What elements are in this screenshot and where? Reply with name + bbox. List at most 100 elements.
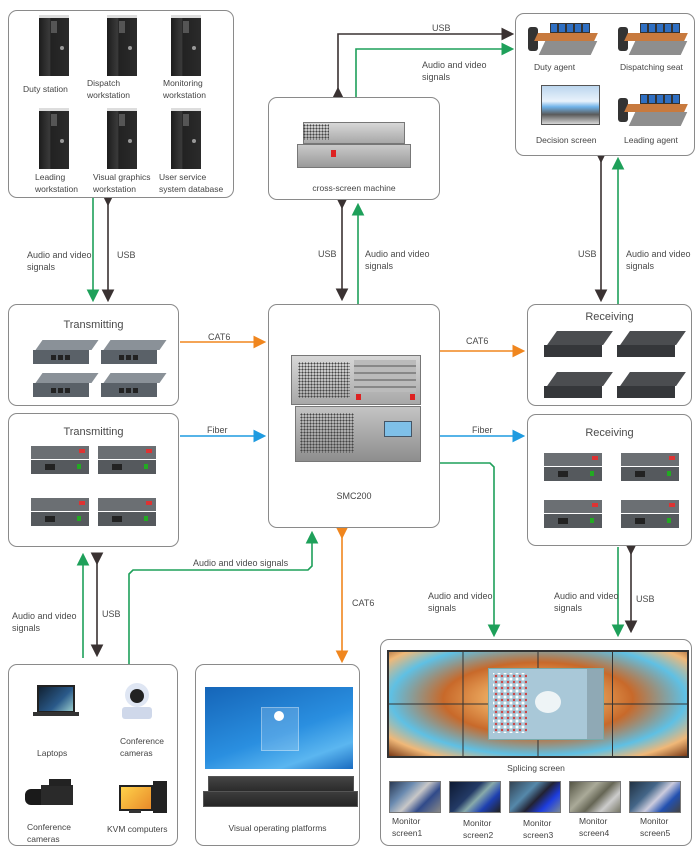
label-ws-usb: USB xyxy=(117,250,136,260)
source-label: Laptops xyxy=(37,748,68,758)
arrow-src-matrix-av xyxy=(128,530,319,664)
monitor-label: Monitor screen1 xyxy=(392,816,423,838)
fiber-transmitter-icon xyxy=(98,446,158,476)
monitor-thumbnail xyxy=(629,781,681,813)
platform-rack-unit-icon xyxy=(208,776,354,792)
label-top-av: Audio and video signals xyxy=(422,60,487,82)
workstation-tower-icon xyxy=(39,108,69,169)
splicing-desktop-window xyxy=(488,668,604,740)
lcd-display xyxy=(384,421,412,437)
monitor-label: Monitor screen4 xyxy=(579,816,610,838)
monitor-thumbnail xyxy=(389,781,441,813)
workstation-label: Duty station xyxy=(23,84,68,94)
workstation-label: User service system database xyxy=(159,172,224,194)
vent-grille xyxy=(303,124,329,140)
label-agents-av: Audio and video signals xyxy=(626,249,691,271)
label-agents-usb: USB xyxy=(578,249,597,259)
transmitter-device-icon xyxy=(101,373,167,399)
workstation-label: Monitoring workstation xyxy=(163,78,206,100)
platform-login-screen xyxy=(205,687,353,769)
label-matrix-splice-av: Audio and video signals xyxy=(428,591,493,613)
source-label: Conference cameras xyxy=(120,736,164,758)
workstation-tower-icon xyxy=(107,108,137,169)
label-rx-splice-av: Audio and video signals xyxy=(554,591,619,613)
agent-label: Leading agent xyxy=(624,135,678,145)
agent-label: Decision screen xyxy=(536,135,597,145)
receiving-fiber-box: Receiving xyxy=(527,414,692,546)
label-platform-cat6: CAT6 xyxy=(352,598,375,608)
label-rx-splice-usb: USB xyxy=(636,594,655,604)
workstation-label: Leading workstation xyxy=(35,172,78,194)
workstation-tower-icon xyxy=(39,15,69,76)
receiving-title: Receiving xyxy=(585,427,634,439)
agent-label: Dispatching seat xyxy=(620,62,683,72)
workstation-label: Visual graphics workstation xyxy=(93,172,151,194)
arrow-matrix-splice-av xyxy=(440,462,501,638)
cross-screen-box: cross-screen machine xyxy=(268,97,440,200)
arrow-top-av xyxy=(355,42,515,97)
console-desk-icon xyxy=(528,19,598,59)
console-desk-icon xyxy=(618,19,688,59)
transmitting-title: Transmitting xyxy=(63,319,124,331)
monitor-label: Monitor screen2 xyxy=(463,818,494,840)
decision-screen-image xyxy=(541,85,600,125)
receiver-device-icon xyxy=(544,372,613,402)
console-desk-icon xyxy=(618,90,688,130)
receiver-device-icon xyxy=(617,372,686,402)
label-src-matrix-av: Audio and video signals xyxy=(193,558,289,568)
matrix-label: SMC200 xyxy=(336,491,372,501)
label-tx-fiber: Fiber xyxy=(207,425,228,435)
monitor-thumbnail xyxy=(509,781,561,813)
fiber-receiver-icon xyxy=(544,453,604,483)
fiber-receiver-icon xyxy=(621,453,681,483)
monitor-label: Monitor screen3 xyxy=(523,818,554,840)
fiber-transmitter-icon xyxy=(31,498,91,528)
kvm-computer-icon xyxy=(119,781,167,817)
cross-screen-label: cross-screen machine xyxy=(312,183,396,193)
fiber-transmitter-icon xyxy=(98,498,158,528)
workstation-tower-icon xyxy=(171,108,201,169)
receiving-title: Receiving xyxy=(585,311,634,323)
agents-box: Duty agent Dispatching seat Decision scr… xyxy=(515,13,695,156)
platform-box: Visual operating platforms xyxy=(195,664,360,846)
transmitter-device-icon xyxy=(33,340,99,366)
label-src-av: Audio and video signals xyxy=(12,611,77,633)
transmitting-title: Transmitting xyxy=(63,426,124,438)
label-rx-cat6: CAT6 xyxy=(466,336,489,346)
ptz-camera-icon xyxy=(122,683,152,721)
workstation-label: Dispatch workstation xyxy=(87,78,130,100)
matrix-box: SMC200 xyxy=(268,304,440,528)
power-switch-icon xyxy=(331,150,336,157)
source-label: Conference cameras xyxy=(27,822,71,844)
camcorder-icon xyxy=(25,777,77,811)
receiver-device-icon xyxy=(617,331,686,361)
agent-label: Duty agent xyxy=(534,62,576,72)
workstations-box: Duty station Dispatch workstation Monito… xyxy=(8,10,234,198)
label-src-usb: USB xyxy=(102,609,121,619)
arrow-top-usb xyxy=(331,27,515,100)
fiber-receiver-icon xyxy=(544,500,604,530)
platform-label: Visual operating platforms xyxy=(228,823,327,833)
label-top-usb: USB xyxy=(432,23,451,33)
transmitter-device-icon xyxy=(33,373,99,399)
transmitting-fiber-box: Transmitting xyxy=(8,413,179,547)
workstation-tower-icon xyxy=(171,15,201,76)
fiber-transmitter-icon xyxy=(31,446,91,476)
transmitter-device-icon xyxy=(101,340,167,366)
monitor-label: Monitor screen5 xyxy=(640,816,671,838)
splicing-box: Splicing screen Monitor screen1 Monitor … xyxy=(380,639,692,846)
platform-rack-unit-icon xyxy=(203,791,358,807)
source-label: KVM computers xyxy=(107,824,168,834)
label-tx-cat6: CAT6 xyxy=(208,332,231,342)
matrix-switch-icon xyxy=(291,355,421,405)
label-cross-av: Audio and video signals xyxy=(365,249,430,271)
sources-box: Laptops Conference cameras Conference ca… xyxy=(8,664,178,846)
receiver-device-icon xyxy=(544,331,613,361)
splicing-label: Splicing screen xyxy=(507,763,565,773)
transmitting-cat6-box: Transmitting xyxy=(8,304,179,406)
matrix-chassis-icon xyxy=(295,406,421,462)
monitor-thumbnail xyxy=(569,781,621,813)
label-rx-fiber: Fiber xyxy=(472,425,493,435)
label-cross-usb: USB xyxy=(318,249,337,259)
